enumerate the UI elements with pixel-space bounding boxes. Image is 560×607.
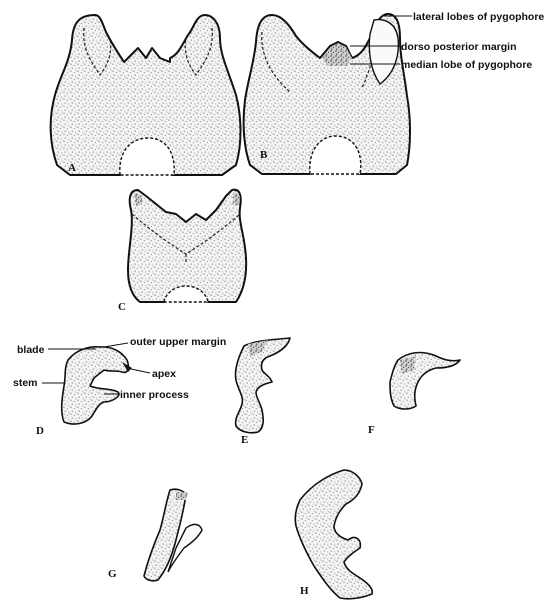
paramere-drawing-e [235,338,290,433]
callout-lateral-lobes: lateral lobes of pygophore [413,11,544,23]
paramere-drawing-g [144,489,202,581]
panel-label-b: B [260,149,268,161]
panel-label-f: F [368,424,375,436]
callout-inner-process: inner process [120,389,189,401]
panel-label-c: C [118,301,126,313]
pygophore-drawing-a [51,15,241,175]
callout-outer-upper-margin: outer upper margin [130,336,226,348]
panel-label-a: A [68,162,76,174]
panel-label-h: H [300,585,309,597]
paramere-drawing-f [390,353,460,409]
callout-dorso-posterior-margin: dorso posterior margin [401,41,517,53]
pygophore-drawing-c [128,190,246,302]
paramere-drawing-d [42,343,150,424]
panel-label-e: E [241,434,248,446]
panel-label-g: G [108,568,117,580]
callout-apex: apex [152,368,176,380]
paramere-drawing-h [295,470,372,599]
callout-stem: stem [13,377,38,389]
pygophore-drawing-b [244,14,412,174]
callout-median-lobe: median lobe of pygophore [401,59,532,71]
callout-blade: blade [17,344,45,356]
panel-label-d: D [36,425,44,437]
